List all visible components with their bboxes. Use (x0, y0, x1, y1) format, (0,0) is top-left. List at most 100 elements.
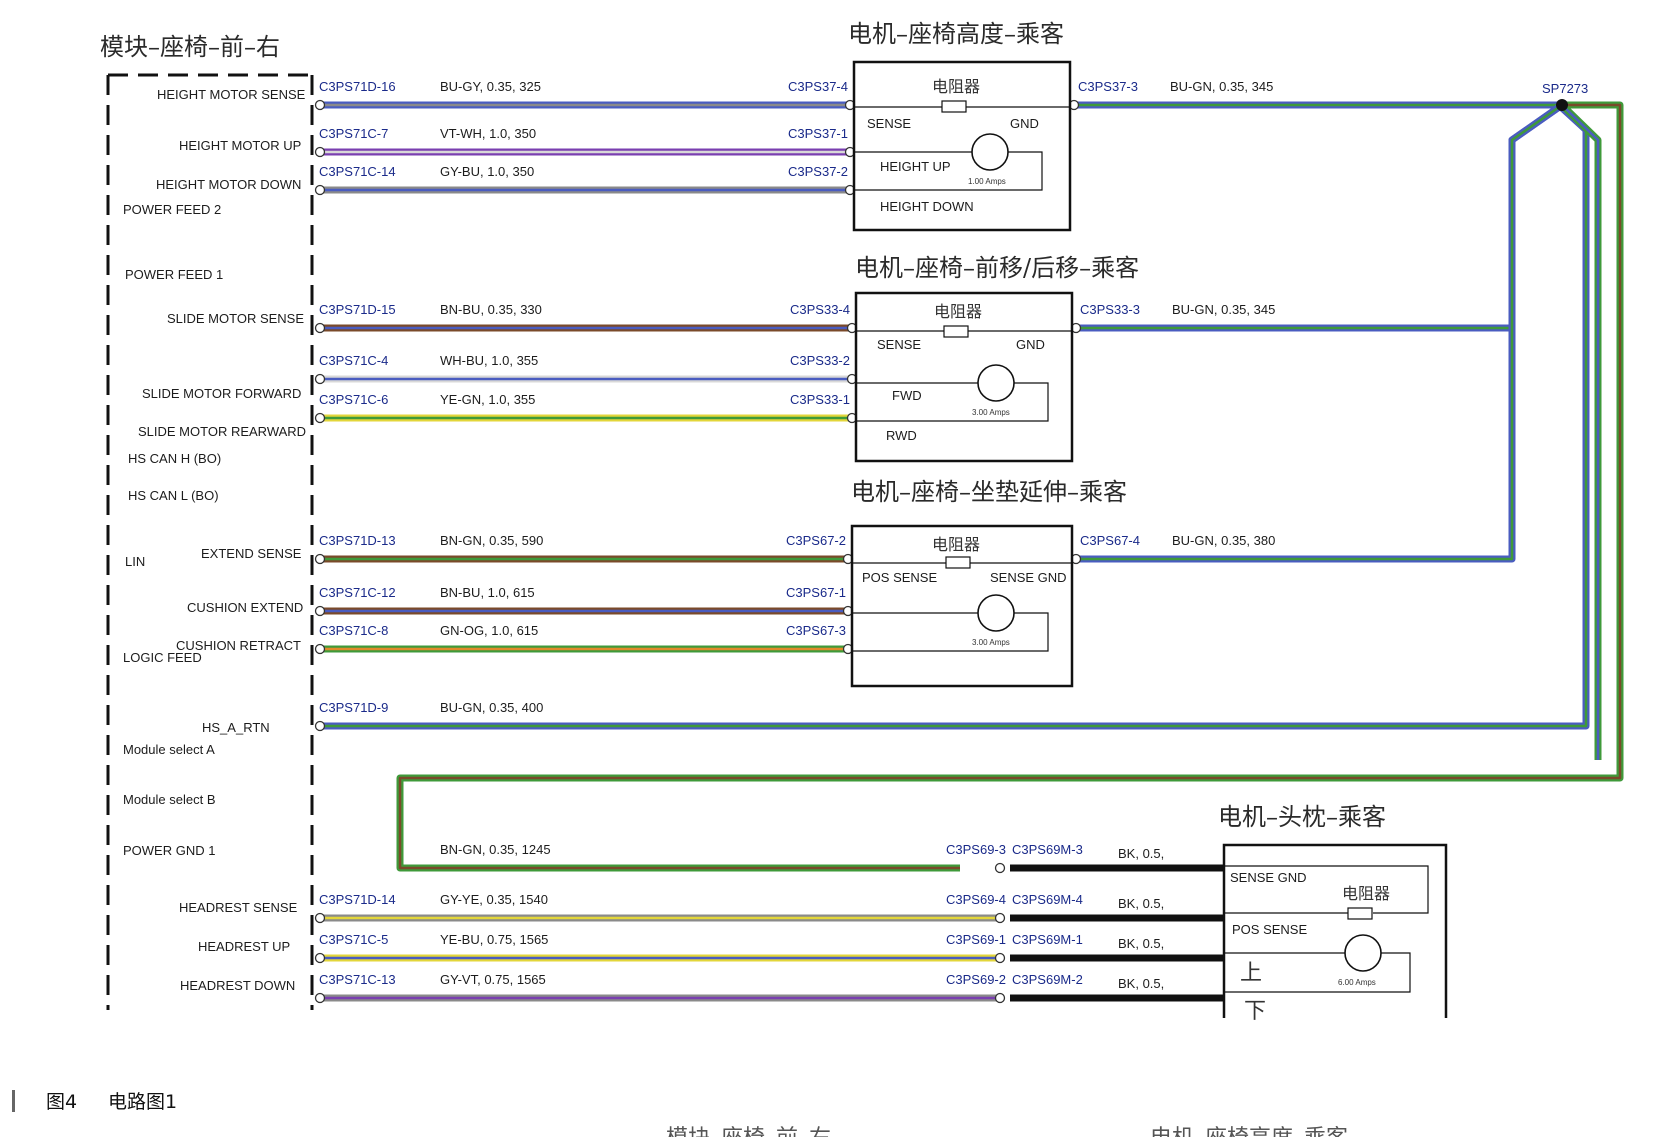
resistor-symbol (1347, 907, 1373, 920)
motor-symbol (977, 364, 1015, 402)
motor-height: 电机–座椅高度–乘客 电阻器 SENSE GND HEIGHT UP 1.00 … (848, 20, 1072, 232)
wire-end-label: C3PS33-2 (790, 353, 850, 368)
headrest-conn2-label: C3PS69M-1 (1012, 932, 1083, 947)
label-slide-motor-rearward: SLIDE MOTOR REARWARD (138, 424, 306, 439)
wire-spec-label: BU-GN, 0.35, 400 (440, 700, 543, 715)
motor-cushion-title: 电机–座椅–坐垫延伸–乘客 (851, 478, 1127, 506)
wire-spec-label: BU-GY, 0.35, 325 (440, 79, 541, 94)
ground-wire-1 (1072, 102, 1565, 332)
terminal-module (314, 992, 326, 1004)
terminal-connector (994, 862, 1006, 874)
wire-spec-label: BN-BU, 0.35, 330 (440, 302, 542, 317)
wire-pin-label: C3PS71C-6 (319, 392, 388, 407)
splice-label: SP7273 (1542, 81, 1588, 96)
headrest-down: 下 (1244, 999, 1266, 1024)
terminal-connector (994, 952, 1006, 964)
terminal-module (314, 912, 326, 924)
headrest-sense-gnd: SENSE GND (1230, 870, 1307, 885)
headrest-bk-label: BK, 0.5, (1118, 976, 1164, 991)
ground-wire-2 (1072, 102, 1565, 563)
headrest-bk-label: BK, 0.5, (1118, 846, 1164, 861)
headrest-resistor: 电阻器 (1342, 884, 1390, 903)
wire-spec-label: YE-GN, 1.0, 355 (440, 392, 535, 407)
headrest-amps: 6.00 Amps (1338, 978, 1376, 987)
module-outline (106, 73, 315, 1010)
headrest-bk-label: BK, 0.5, (1118, 936, 1164, 951)
motor-cushion-gnd: SENSE GND (990, 570, 1067, 585)
terminal-connector (994, 992, 1006, 1004)
headrest-conn2-label: C3PS69M-2 (1012, 972, 1083, 987)
motor-symbol (971, 133, 1009, 171)
splice-node (1556, 99, 1568, 111)
motor-slide: 电机–座椅–前移/后移–乘客 电阻器 SENSE GND FWD 3.00 Am… (854, 254, 1139, 463)
wire-spec-label: WH-BU, 1.0, 355 (440, 353, 538, 368)
headrest-bk-label: BK, 0.5, (1118, 896, 1164, 911)
ground-pin-label: C3PS37-3 (1078, 79, 1138, 94)
headrest-conn1-label: C3PS69-2 (946, 972, 1006, 987)
wire-end-label: C3PS37-4 (788, 79, 848, 94)
motor-slide-rwd: RWD (886, 428, 917, 443)
label-logic-feed: LOGIC FEED (123, 650, 202, 665)
wire-pin-label: C3PS71D-15 (319, 302, 396, 317)
motor-slide-amps: 3.00 Amps (972, 408, 1010, 417)
ground-spec-label: BU-GN, 0.35, 345 (1172, 302, 1275, 317)
wire-end-label: C3PS67-3 (786, 623, 846, 638)
splice-trunk-wire-tracer (398, 103, 1622, 870)
label-module-select-a: Module select A (123, 742, 215, 757)
wire-spec-label: BN-GN, 0.35, 590 (440, 533, 543, 548)
label-module-select-b: Module select B (123, 792, 216, 807)
resistor-symbol (945, 556, 971, 569)
label-lin: LIN (125, 554, 145, 569)
label-hs-a-rtn: HS_A_RTN (202, 720, 270, 735)
label-extend-sense: EXTEND SENSE (201, 546, 302, 561)
splice-branch-wire-tracer (1561, 104, 1600, 760)
terminal-module (314, 412, 326, 424)
motor-height-sense: SENSE (867, 116, 911, 131)
wire-spec-label: VT-WH, 1.0, 350 (440, 126, 536, 141)
wire-end-label: C3PS37-1 (788, 126, 848, 141)
label-cushion-retract: CUSHION RETRACT (176, 638, 301, 653)
ground-wire-2-tracer (1072, 103, 1563, 561)
wire-pin-label: C3PS71D-13 (319, 533, 396, 548)
motor-cushion: 电机–座椅–坐垫延伸–乘客 电阻器 POS SENSE SENSE GND 3.… (850, 478, 1127, 688)
headrest-title: 电机–头枕–乘客 (1218, 803, 1386, 831)
terminal-module (314, 99, 326, 111)
module-pin-labels: HEIGHT MOTOR SENSE HEIGHT MOTOR UP HEIGH… (123, 87, 306, 993)
label-power-gnd-1: POWER GND 1 (123, 843, 215, 858)
label-hs-can-h: HS CAN H (BO) (128, 451, 221, 466)
motor-slide-fwd: FWD (892, 388, 922, 403)
label-headrest-up: HEADREST UP (198, 939, 290, 954)
terminal-module (314, 146, 326, 158)
headrest-pin-label: C3PS71C-5 (319, 932, 388, 947)
wire-end-label: C3PS67-1 (786, 585, 846, 600)
motor-symbol (1344, 934, 1382, 972)
ground-pin-label: C3PS67-4 (1080, 533, 1140, 548)
terminal-module (314, 184, 326, 196)
terminal-module (314, 643, 326, 655)
label-power-feed-1: POWER FEED 1 (125, 267, 223, 282)
wire-end-label: C3PS37-2 (788, 164, 848, 179)
wire-pin-label: C3PS71C-8 (319, 623, 388, 638)
ground-spec-label: BU-GN, 0.35, 380 (1172, 533, 1275, 548)
headrest-conn1-label: C3PS69-3 (946, 842, 1006, 857)
label-cushion-extend: CUSHION EXTEND (187, 600, 303, 615)
motor-height-gnd: GND (1010, 116, 1039, 131)
module-title: 模块–座椅–前–右 (100, 33, 280, 61)
motor-height-title: 电机–座椅高度–乘客 (848, 20, 1064, 48)
terminal-connector (994, 912, 1006, 924)
label-height-motor-up: HEIGHT MOTOR UP (179, 138, 301, 153)
headrest-conn1-label: C3PS69-4 (946, 892, 1006, 907)
motor-headrest: 电机–头枕–乘客 SENSE GND 电阻器 POS SENSE 上 下 6.0… (1218, 803, 1448, 1024)
wire-end-label: C3PS33-4 (790, 302, 850, 317)
ground-spec-label: BU-GN, 0.35, 345 (1170, 79, 1273, 94)
ground-wire-1-tracer (1072, 103, 1563, 330)
caption-number: 图4 (46, 1091, 77, 1113)
label-hs-can-l: HS CAN L (BO) (128, 488, 219, 503)
headrest-conn2-label: C3PS69M-3 (1012, 842, 1083, 857)
terminal-module (314, 373, 326, 385)
wire-spec-label: GN-OG, 1.0, 615 (440, 623, 538, 638)
motor-height-rwd: HEIGHT DOWN (880, 199, 974, 214)
motor-cushion-resistor: 电阻器 (932, 535, 980, 554)
